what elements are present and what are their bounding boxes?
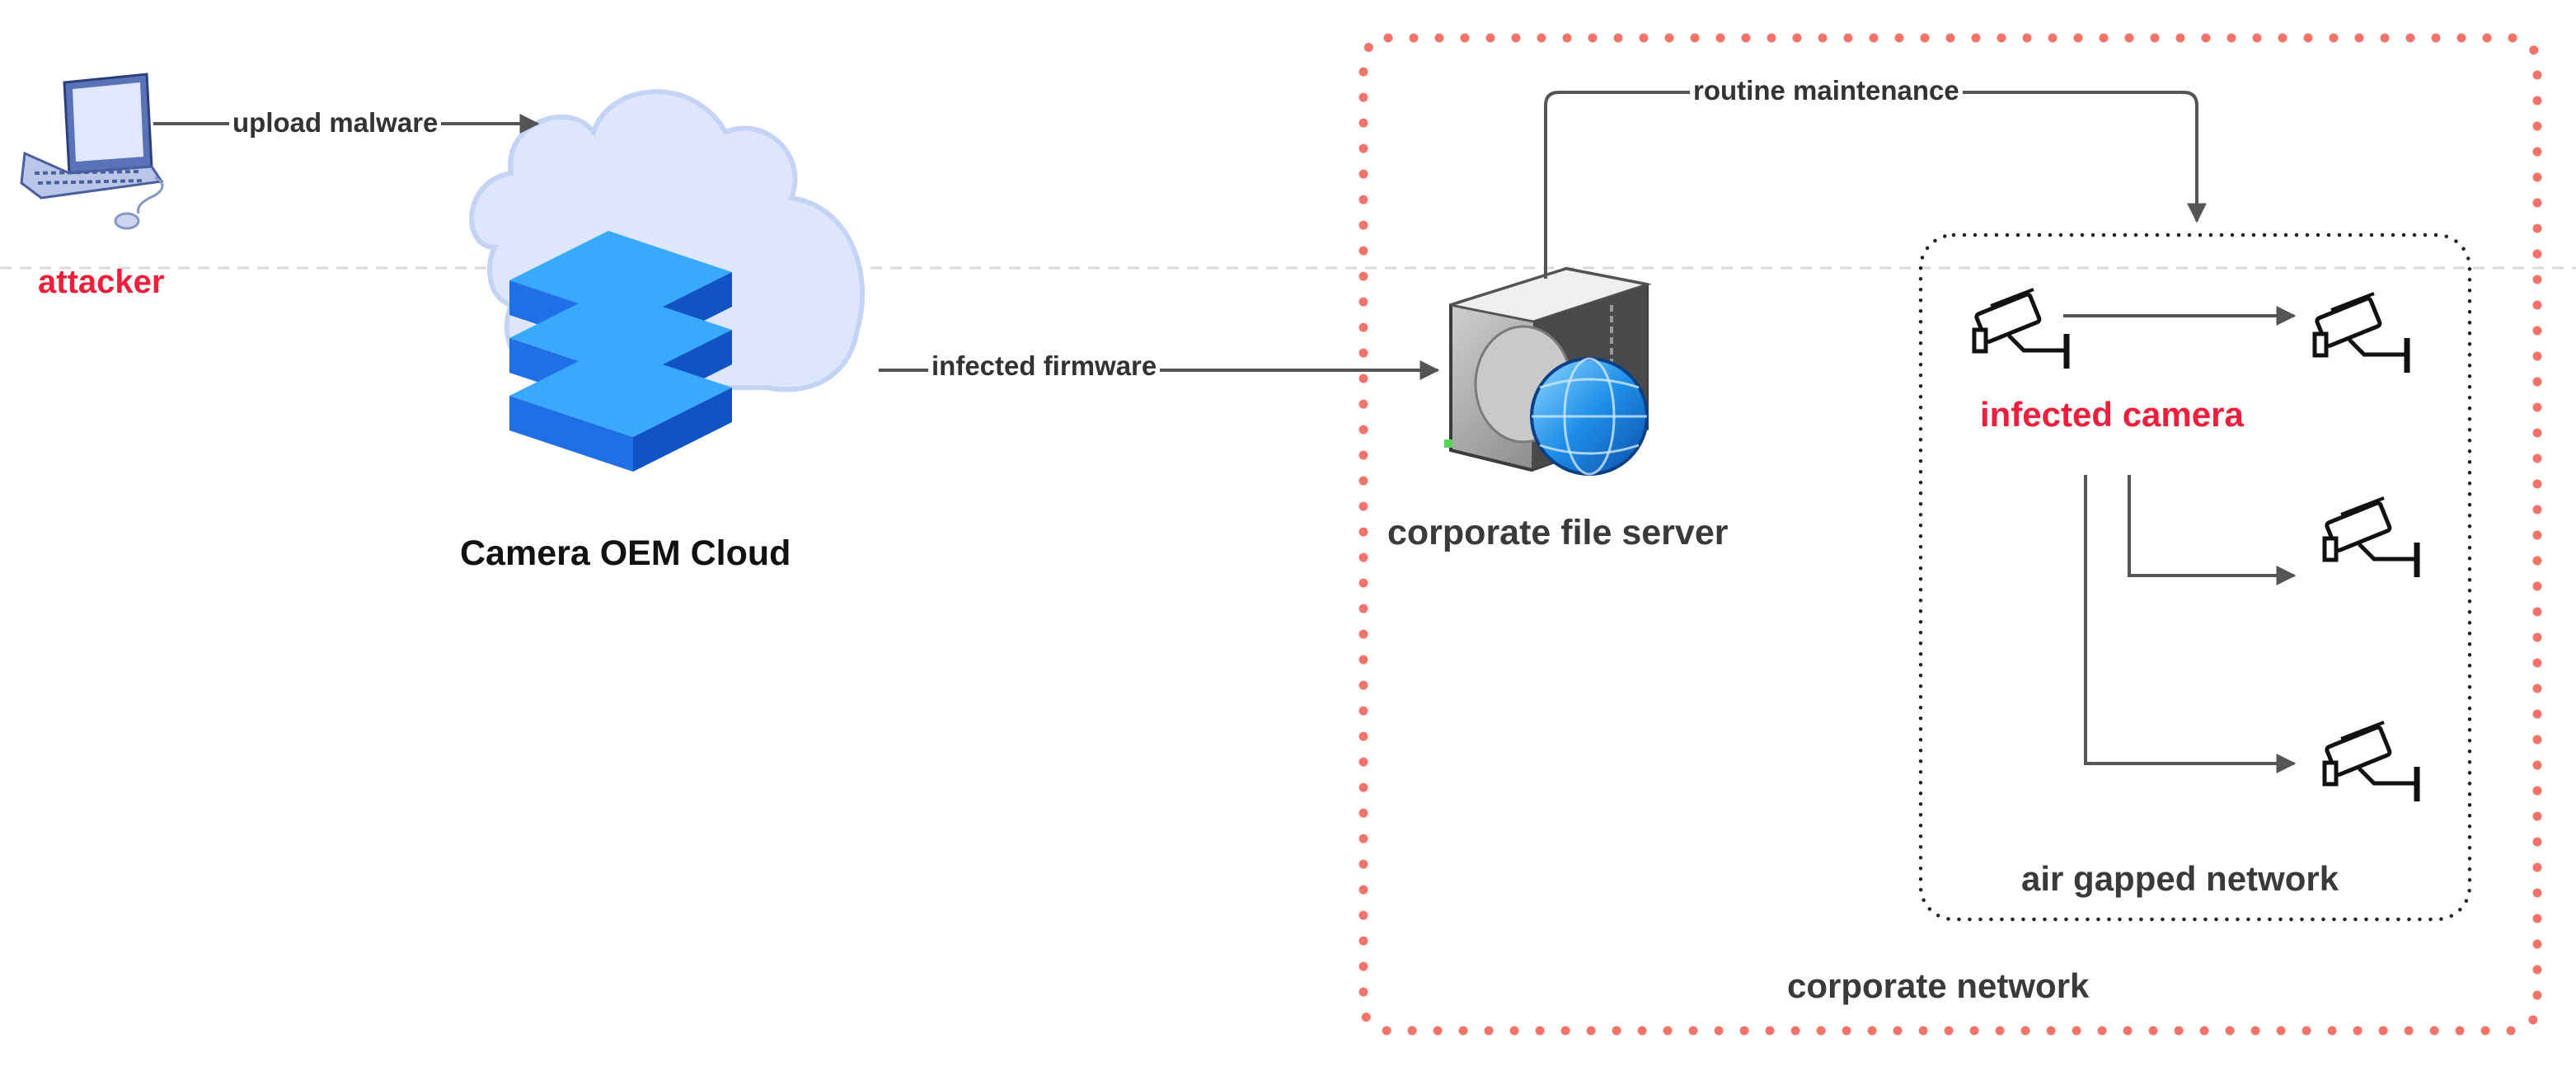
attacker-label: attacker bbox=[38, 264, 165, 300]
edge-label-upload-malware: upload malware bbox=[229, 109, 442, 136]
edge-label-routine-maintenance: routine maintenance bbox=[1690, 77, 1963, 104]
edge-camera-to-camera-4 bbox=[2084, 475, 2297, 773]
laptop-icon bbox=[20, 73, 164, 230]
air-gapped-network-label: air gapped network bbox=[2021, 859, 2339, 898]
security-camera-icon bbox=[2315, 294, 2407, 373]
corporate-network-zone bbox=[1358, 33, 2542, 1036]
corporate-network-label: corporate network bbox=[1787, 966, 2090, 1005]
file-server-icon bbox=[1444, 266, 1652, 476]
edge-routine-maintenance bbox=[1544, 91, 2207, 279]
file-server-label: corporate file server bbox=[1387, 513, 1729, 552]
edge-camera-to-camera-3 bbox=[2128, 475, 2297, 585]
infected-camera-label: infected camera bbox=[1980, 395, 2244, 434]
cloud-label: Camera OEM Cloud bbox=[460, 533, 791, 573]
security-camera-icon bbox=[2325, 498, 2417, 577]
security-camera-icon bbox=[2325, 722, 2417, 801]
cloud-server-icon bbox=[469, 89, 866, 472]
server-stack bbox=[509, 231, 732, 472]
security-camera-icon bbox=[1974, 289, 2067, 369]
air-gapped-network-zone bbox=[1918, 233, 2472, 922]
edge-label-infected-firmware: infected firmware bbox=[928, 352, 1161, 379]
